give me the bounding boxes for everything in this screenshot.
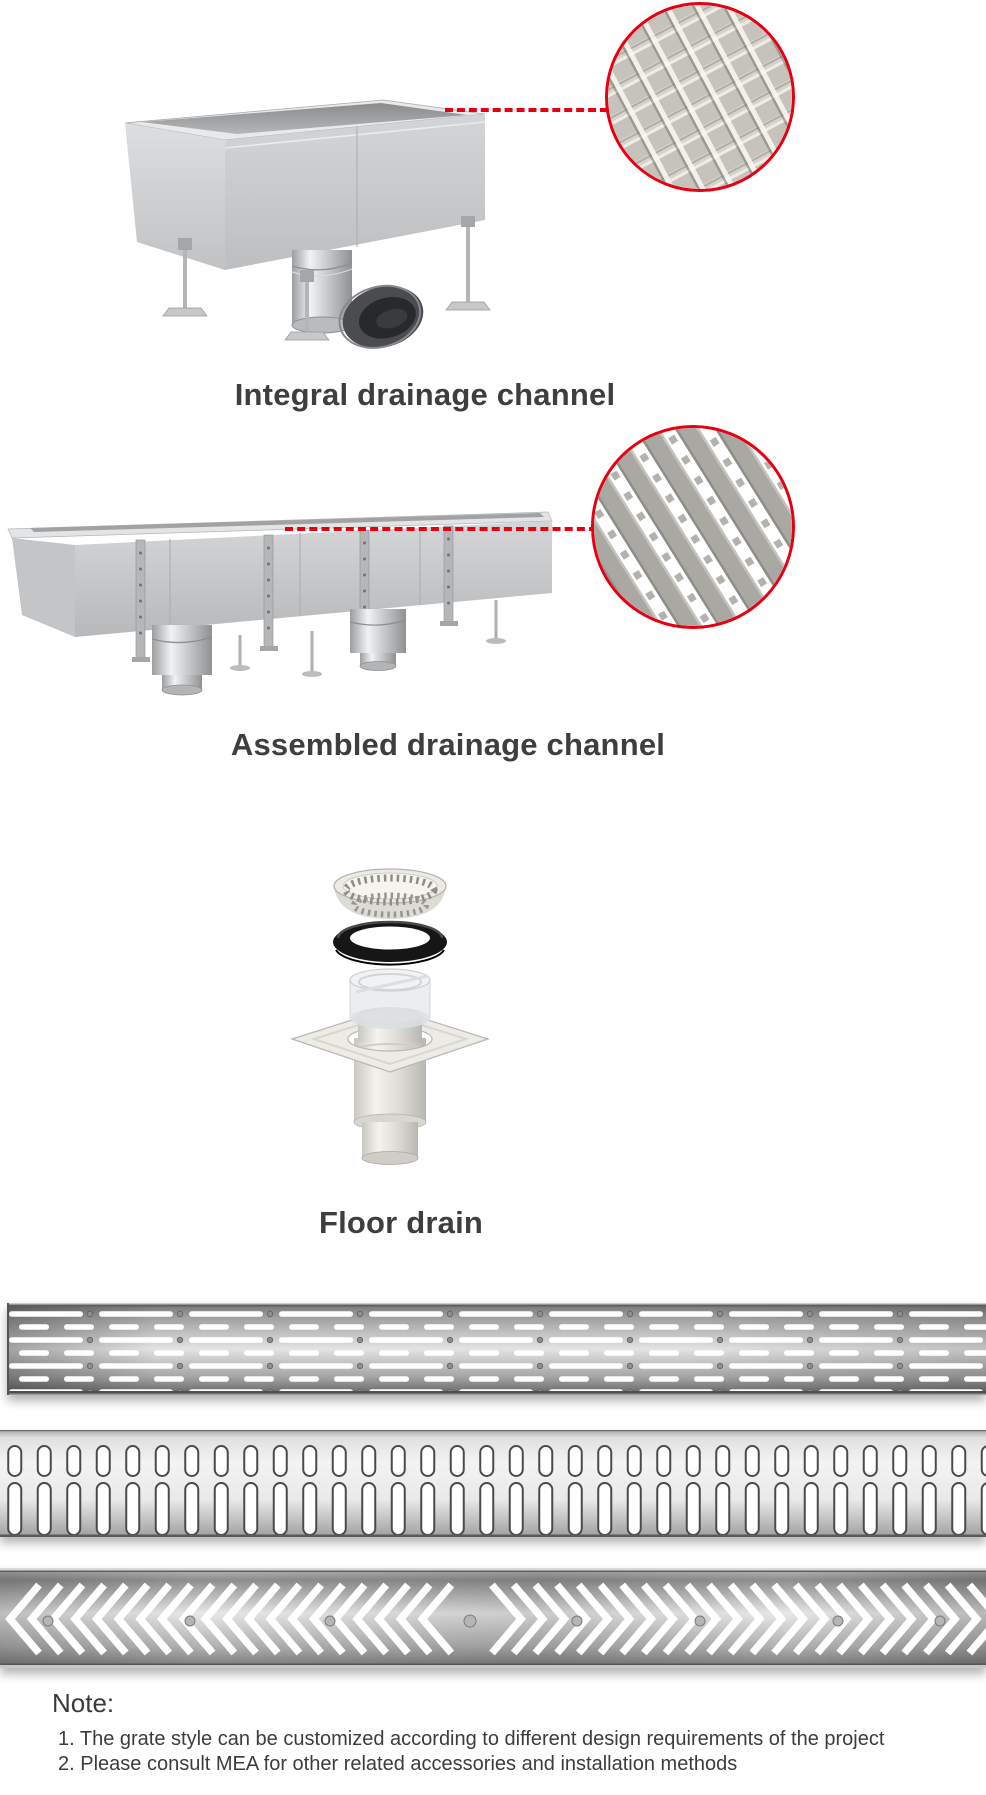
strainer-basket: [333, 868, 447, 919]
grate-detail-magnifier-integral: [605, 2, 795, 192]
channel-legs: [238, 600, 498, 673]
floor-drain-render: [290, 868, 490, 1165]
channel-legs: [183, 222, 470, 332]
caption-floor-drain: Floor drain: [318, 1205, 484, 1240]
note-item-1: 1. The grate style can be customized acc…: [58, 1728, 885, 1750]
chevrons-right: [492, 1585, 986, 1653]
integral-channel-render: [124, 99, 491, 349]
assembled-channel-render: [7, 511, 553, 696]
chevron-grate-strip: [0, 1568, 986, 1668]
diagonal-grate-texture: [594, 428, 792, 626]
bottom-outlets: [151, 609, 407, 696]
note-title: Note:: [52, 1688, 115, 1718]
note-list: 1. The grate style can be customized acc…: [58, 1727, 884, 1777]
grate-detail-magnifier-assembled: [591, 425, 795, 629]
callout-line-integral: [445, 108, 608, 112]
caption-integral-channel: Integral drainage channel: [234, 377, 616, 412]
note-item-2: 2. Please consult MEA for other related …: [58, 1753, 738, 1775]
o-ring: [333, 920, 447, 966]
caption-assembled-channel: Assembled drainage channel: [230, 727, 666, 762]
callout-line-assembled: [285, 527, 597, 531]
slotted-grate-strip: [7, 1303, 986, 1395]
screw-dots: [42, 1614, 946, 1628]
outlet-elbow: [338, 284, 424, 349]
oval-grate-strip: [0, 1430, 986, 1537]
clear-cup: [349, 968, 431, 1029]
grid-grate-texture: [608, 5, 792, 189]
